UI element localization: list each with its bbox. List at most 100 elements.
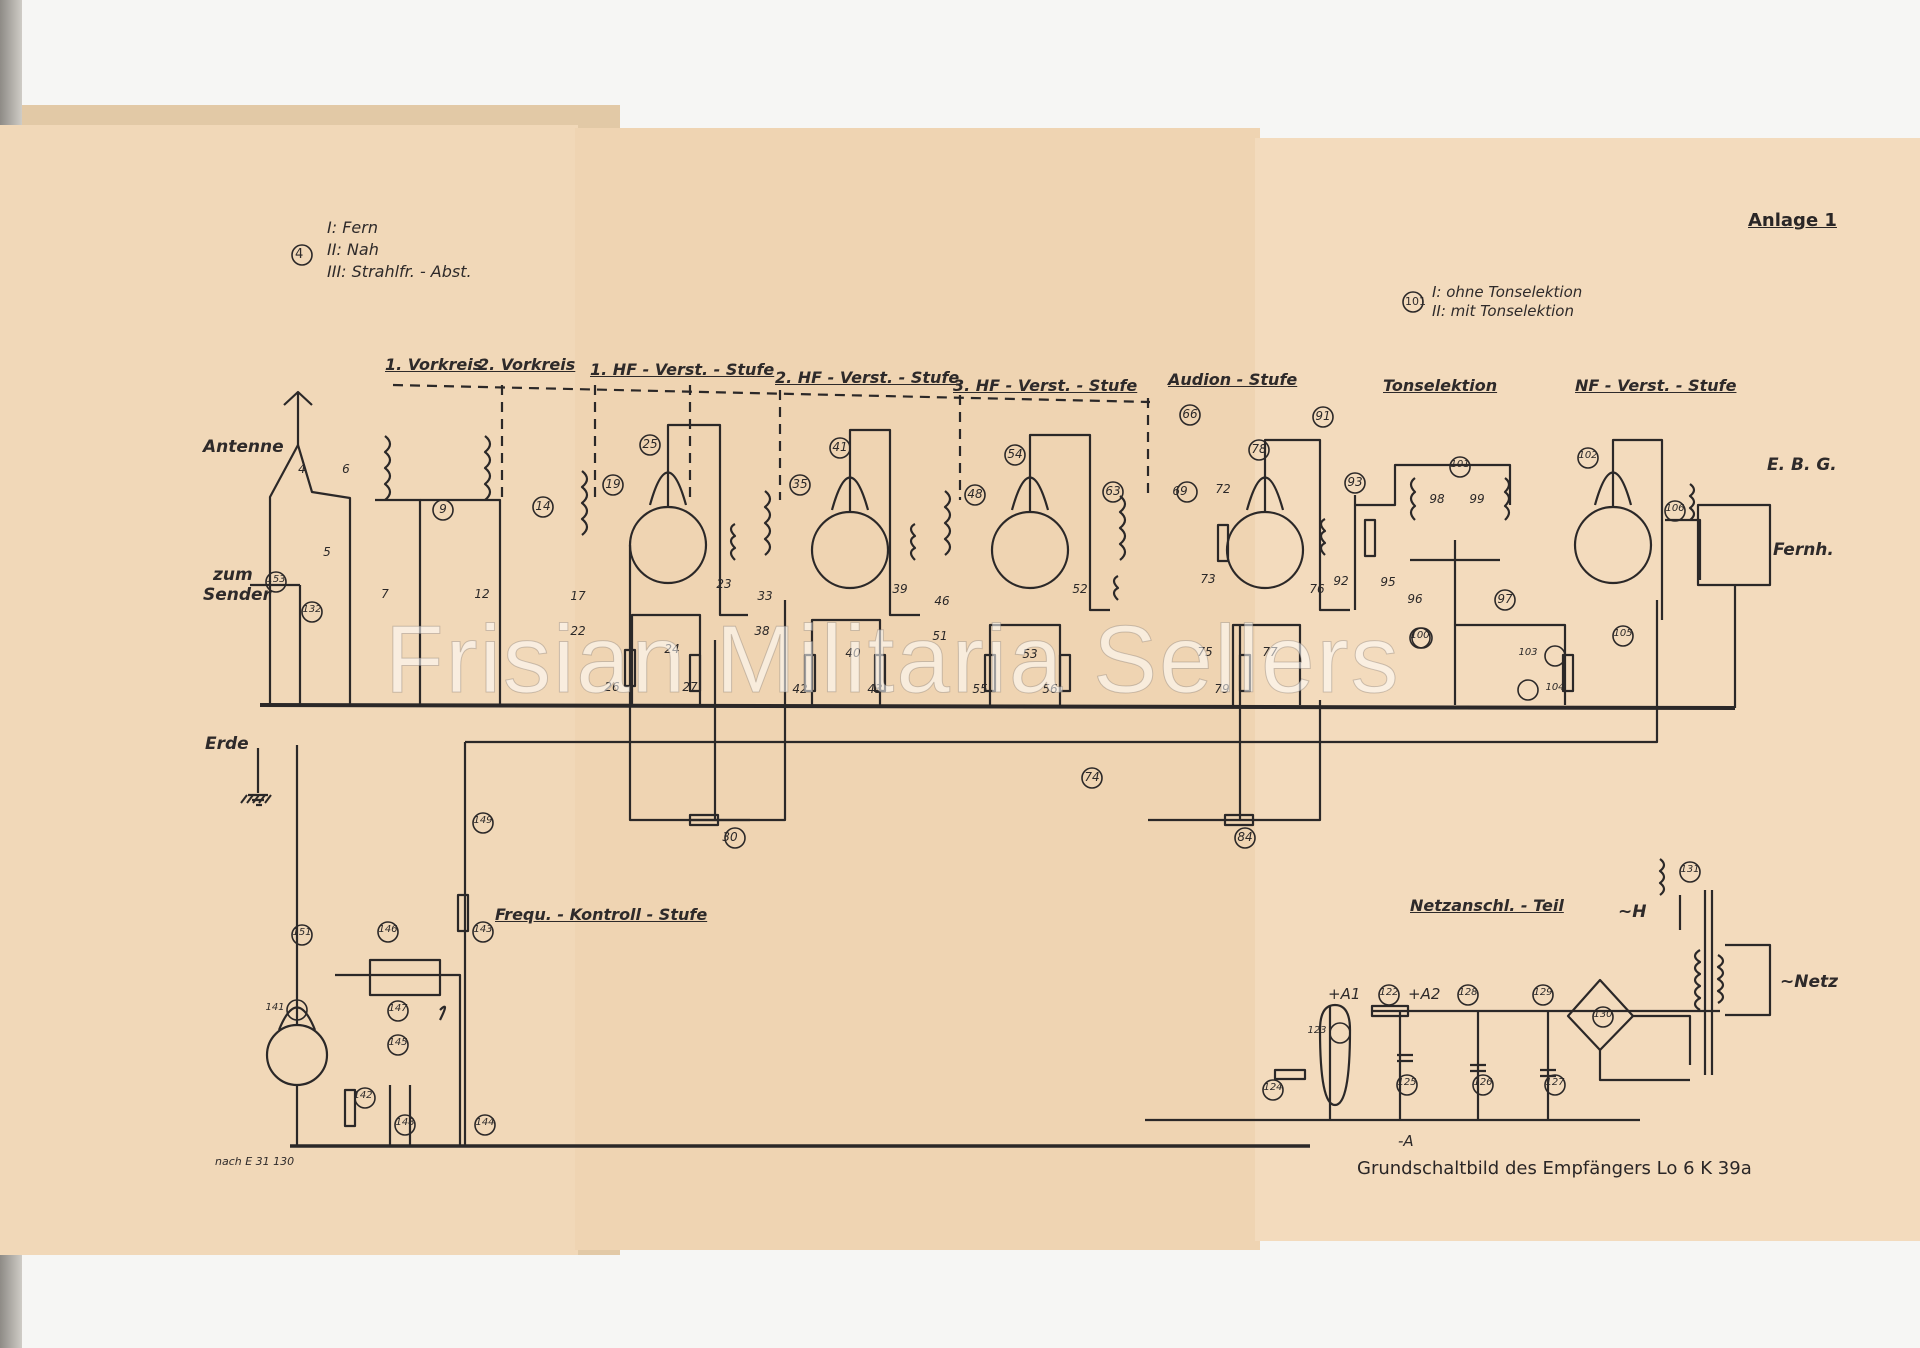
component-ref-130: 130 <box>1593 1009 1613 1020</box>
component-ref-77: 77 <box>1262 645 1278 659</box>
switch-legend-line: III: Strahlfr. - Abst. <box>327 262 472 281</box>
component-ref-66: 66 <box>1182 407 1198 421</box>
component-ref-4: 4 <box>298 462 306 476</box>
stage-label: Frequ. - Kontroll - Stufe <box>495 905 708 924</box>
component-ref-52: 52 <box>1072 582 1088 596</box>
component-ref-35: 35 <box>792 477 808 491</box>
stage-label: 1. Vorkreis <box>385 355 483 374</box>
component-ref-23: 23 <box>716 577 732 591</box>
component-ref-74: 74 <box>1084 770 1100 784</box>
component-ref-26: 26 <box>604 680 620 694</box>
tone-legend-ref: 101 <box>1405 295 1426 308</box>
component-ref-22: 22 <box>570 624 586 638</box>
component-ref-27: 27 <box>682 680 698 694</box>
ebg-label: E. B. G. <box>1767 455 1837 475</box>
stage-label: Tonselektion <box>1383 376 1498 395</box>
component-ref-7: 7 <box>381 587 389 601</box>
stage-label: 2. HF - Verst. - Stufe <box>775 368 960 387</box>
component-ref-151: 151 <box>292 927 312 938</box>
component-ref-95: 95 <box>1380 575 1396 589</box>
transmitter-label: Sender <box>203 585 271 605</box>
component-ref-148: 148 <box>395 1117 415 1128</box>
component-ref-14: 14 <box>535 499 551 513</box>
component-ref-38: 38 <box>754 624 770 638</box>
mains-label: ~Netz <box>1780 972 1839 992</box>
earth-label: Erde <box>205 734 249 754</box>
component-ref-102: 102 <box>1578 450 1598 461</box>
component-ref-43: 43 <box>867 682 883 696</box>
component-ref-75: 75 <box>1197 645 1213 659</box>
switch-legend-line: II: Nah <box>327 240 379 259</box>
stage-label: Audion - Stufe <box>1168 370 1298 389</box>
component-ref-97: 97 <box>1497 592 1513 606</box>
switch-legend-ref: 4 <box>295 247 304 262</box>
stage-label: Netzanschl. - Teil <box>1410 896 1564 915</box>
component-ref-76: 76 <box>1309 582 1325 596</box>
component-ref-147: 147 <box>388 1003 408 1014</box>
component-ref-131: 131 <box>1680 864 1700 875</box>
component-ref-42: 42 <box>792 682 808 696</box>
component-ref-6: 6 <box>342 462 350 476</box>
stage-label: 1. HF - Verst. - Stufe <box>590 360 775 379</box>
component-ref-128: 128 <box>1458 987 1478 998</box>
component-ref-126: 126 <box>1473 1077 1493 1088</box>
stage-label: 2. Vorkreis <box>478 355 576 374</box>
component-ref-69: 69 <box>1172 484 1188 498</box>
component-ref-12: 12 <box>474 587 490 601</box>
component-ref-84: 84 <box>1237 830 1253 844</box>
component-ref-143: 143 <box>473 924 493 935</box>
component-ref-99: 99 <box>1469 492 1485 506</box>
component-ref-124: 124 <box>1263 1082 1283 1093</box>
source-note: nach E 31 130 <box>215 1155 295 1168</box>
component-ref-24: 24 <box>664 642 680 656</box>
component-ref-73: 73 <box>1200 572 1216 586</box>
component-ref-53: 53 <box>1022 647 1038 661</box>
component-ref-127: 127 <box>1545 1077 1565 1088</box>
supply-label: +A1 <box>1328 985 1361 1003</box>
component-ref-5: 5 <box>323 545 331 559</box>
sheet-left-panel <box>0 125 578 1255</box>
component-ref-55: 55 <box>972 682 988 696</box>
transmitter-label: zum <box>213 565 253 585</box>
component-ref-41: 41 <box>832 440 848 454</box>
component-ref-51: 51 <box>932 629 948 643</box>
tone-legend-line: II: mit Tonselektion <box>1432 302 1574 320</box>
stage-label: NF - Verst. - Stufe <box>1575 376 1737 395</box>
component-ref-56: 56 <box>1042 682 1058 696</box>
component-ref-25: 25 <box>642 437 658 451</box>
component-ref-72: 72 <box>1215 482 1231 496</box>
component-ref-129: 129 <box>1533 987 1553 998</box>
component-ref-105: 105 <box>1613 628 1633 639</box>
component-ref-132: 132 <box>302 604 322 615</box>
drawing-caption: Grundschaltbild des Empfängers Lo 6 K 39… <box>1357 1158 1752 1179</box>
component-ref-78: 78 <box>1251 442 1267 456</box>
component-ref-17: 17 <box>570 589 586 603</box>
component-ref-101: 101 <box>1450 459 1470 470</box>
sheet-label: Anlage 1 <box>1748 210 1837 231</box>
component-ref-79: 79 <box>1214 682 1230 696</box>
switch-legend-line: I: Fern <box>327 218 378 237</box>
component-ref-145: 145 <box>388 1037 408 1048</box>
component-ref-98: 98 <box>1429 492 1445 506</box>
component-ref-122: 122 <box>1379 987 1399 998</box>
component-ref-100: 100 <box>1410 630 1430 641</box>
component-ref-106: 106 <box>1665 503 1685 514</box>
supply-label: +A2 <box>1408 985 1441 1003</box>
component-ref-91: 91 <box>1315 409 1331 423</box>
component-ref-92: 92 <box>1333 574 1349 588</box>
component-ref-125: 125 <box>1397 1077 1417 1088</box>
component-ref-141: 141 <box>265 1002 285 1013</box>
component-ref-146: 146 <box>378 924 398 935</box>
component-ref-46: 46 <box>934 594 950 608</box>
sheet-right-panel <box>1255 138 1920 1241</box>
component-ref-30: 30 <box>722 830 738 844</box>
component-ref-9: 9 <box>439 502 447 516</box>
component-ref-96: 96 <box>1407 592 1423 606</box>
component-ref-19: 19 <box>605 477 621 491</box>
component-ref-63: 63 <box>1105 484 1121 498</box>
antenna-label: Antenne <box>203 437 284 457</box>
component-ref-144: 144 <box>475 1117 495 1128</box>
headphones-label: Fernh. <box>1773 540 1834 560</box>
component-ref-33: 33 <box>757 589 773 603</box>
